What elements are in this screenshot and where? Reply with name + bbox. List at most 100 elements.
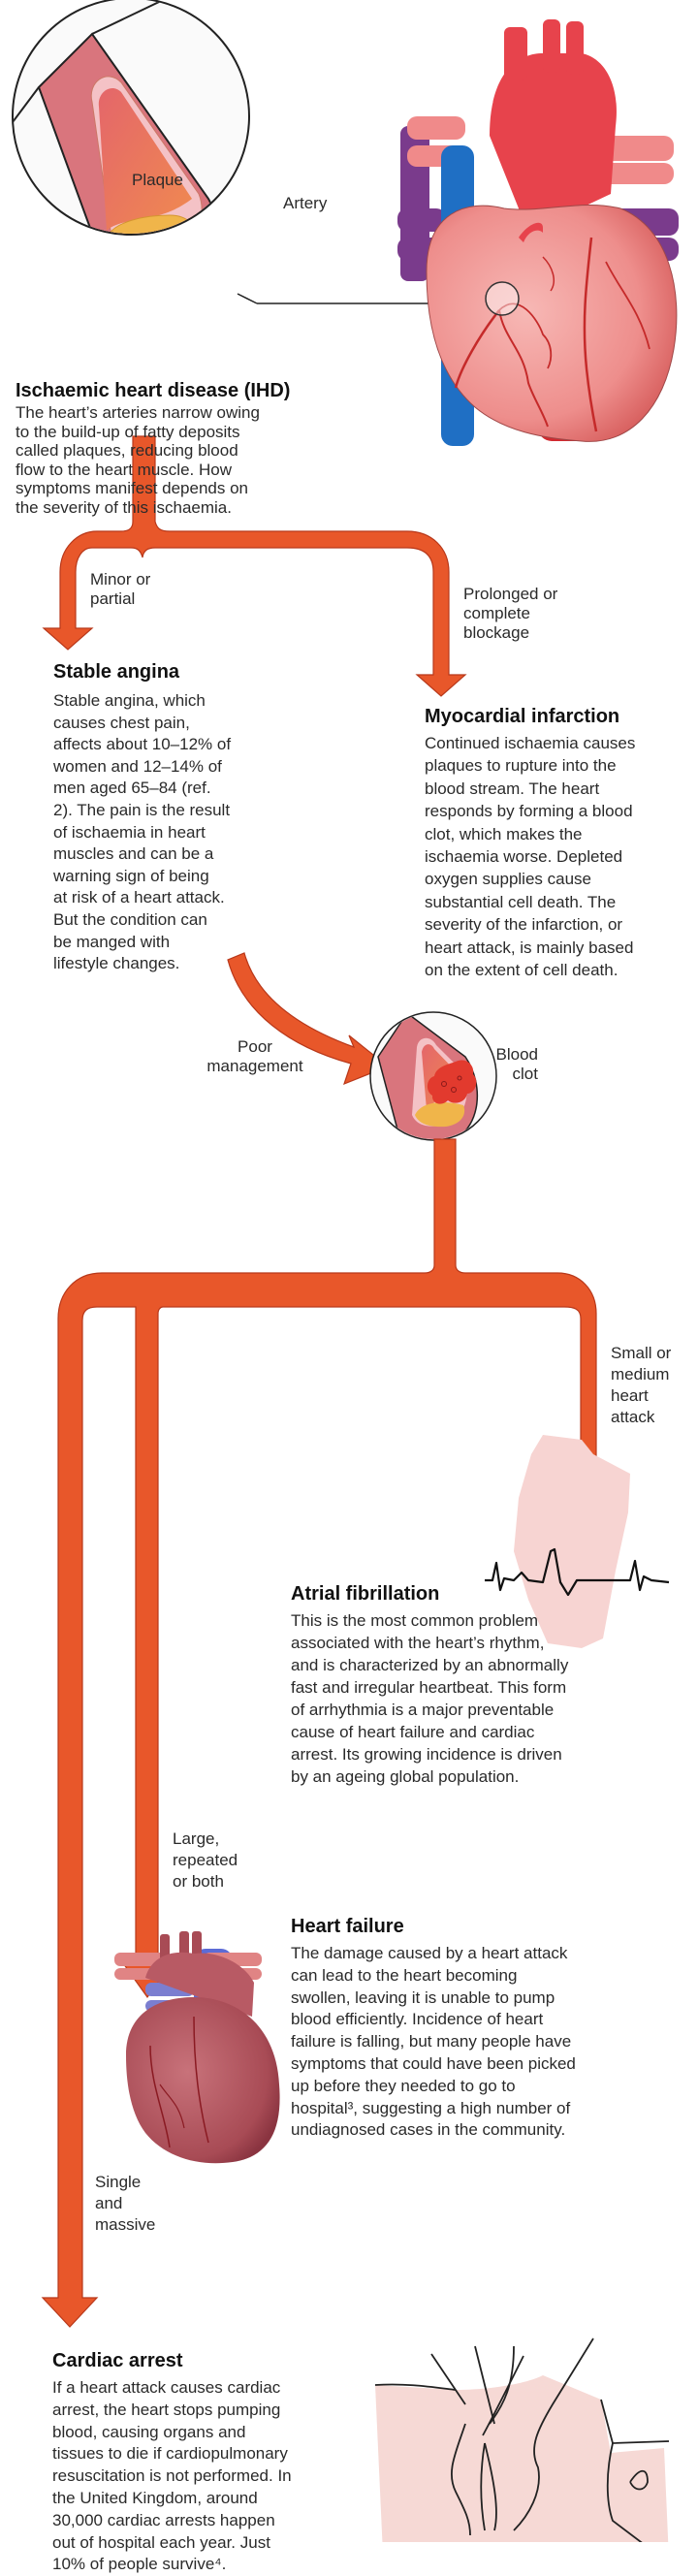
plaque-label: Plaque	[132, 171, 183, 189]
body-line: 10% of people survive⁴.	[52, 2555, 227, 2574]
label-minor-partial: Minor or partial	[90, 570, 150, 609]
arrow-mi-split	[41, 1138, 616, 2328]
label-line: attack	[611, 1408, 655, 1426]
body-line: on the extent of cell death.	[425, 961, 619, 980]
artery-highlight-circle	[485, 281, 520, 316]
body-line: the United Kingdom, around	[52, 2488, 258, 2507]
body-line: muscles and can be a	[53, 844, 214, 864]
body-line: Continued ischaemia causes	[425, 734, 636, 752]
ihd-line: flow to the heart muscle. How	[16, 460, 232, 479]
body-line: arrest. Its growing incidence is driven	[291, 1745, 562, 1764]
body-line: 30,000 cardiac arrests happen	[52, 2510, 275, 2529]
body-line: If a heart attack causes cardiac	[52, 2378, 281, 2397]
atrial-fibrillation-body: This is the most common problem associat…	[291, 1609, 568, 1788]
ihd-line: the severity of this ischaemia.	[16, 497, 232, 517]
body-line: warning sign of being	[53, 866, 209, 885]
body-line: arrest, the heart stops pumping	[52, 2400, 281, 2419]
ihd-line: to the build-up of fatty deposits	[16, 422, 240, 441]
body-line: ischaemia worse. Depleted	[425, 847, 623, 867]
label-line: or both	[173, 1872, 224, 1891]
body-line: clot, which makes the	[425, 824, 583, 843]
cpr-illustration	[374, 2337, 670, 2542]
label-line: complete	[463, 604, 530, 622]
body-line: men aged 65–84 (ref.	[53, 779, 211, 798]
arrow-poor-management	[227, 952, 390, 1086]
body-line: But the condition can	[53, 909, 207, 929]
ihd-line: symptoms manifest depends on	[16, 479, 249, 497]
body-line: The damage caused by a heart attack	[291, 1944, 568, 1962]
myocardial-infarction-title: Myocardial infarction	[425, 706, 620, 727]
label-small-medium-attack: Small or medium heart attack	[611, 1343, 671, 1428]
label-line: Poor	[238, 1037, 272, 1056]
ihd-line: called plaques, reducing blood	[16, 441, 238, 460]
label-line: Blood	[495, 1045, 538, 1064]
body-line: responds by forming a blood	[425, 802, 633, 821]
label-line: Single	[95, 2173, 142, 2191]
artery-leader-line	[237, 293, 258, 304]
body-line: lifestyle changes.	[53, 954, 180, 973]
body-line: be manged with	[53, 932, 171, 951]
cardiac-arrest-body: If a heart attack causes cardiac arrest,…	[52, 2377, 292, 2576]
label-line: and	[95, 2194, 123, 2212]
body-line: of ischaemia in heart	[53, 822, 206, 842]
body-line: up before they needed to go to	[291, 2076, 516, 2095]
heart-illustration	[397, 19, 679, 446]
arrow-ihd-split	[42, 435, 467, 697]
atrial-fibrillation-illustration	[485, 1435, 670, 1648]
body-line: undiagnosed cases in the community.	[291, 2120, 566, 2140]
label-line: partial	[90, 589, 136, 608]
body-line: symptoms that could have been picked	[291, 2053, 576, 2073]
body-line: This is the most common problem	[291, 1611, 539, 1630]
body-line: associated with the heart’s rhythm,	[291, 1634, 545, 1652]
body-line: Stable angina, which	[53, 691, 206, 710]
body-line: fast and irregular heartbeat. This form	[291, 1678, 567, 1697]
body-line: swollen, leaving it is unable to pump	[291, 1988, 555, 2007]
label-line: heart	[611, 1386, 649, 1405]
label-poor-management: Poor management	[192, 1037, 318, 1076]
label-blood-clot: Blood clot	[490, 1045, 538, 1084]
myocardial-infarction-body: Continued ischaemia causes plaques to ru…	[425, 732, 635, 981]
body-line: and is characterized by an abnormally	[291, 1656, 569, 1674]
label-line: management	[206, 1057, 303, 1075]
ihd-title: Ischaemic heart disease (IHD)	[16, 380, 291, 401]
label-line: Small or	[611, 1344, 672, 1362]
body-line: substantial cell death. The	[425, 892, 617, 911]
body-line: cause of heart failure and cardiac	[291, 1723, 535, 1741]
body-line: failure is falling, but many people have	[291, 2032, 572, 2051]
ecg-trace	[485, 1547, 670, 1597]
body-line: causes chest pain,	[53, 713, 190, 732]
body-line: hospital³, suggesting a high number of	[291, 2098, 571, 2117]
label-prolonged-blockage: Prolonged or complete blockage	[463, 585, 557, 643]
body-line: severity of the infarction, or	[425, 915, 623, 935]
ihd-body: The heart’s arteries narrow owing to the…	[16, 403, 260, 517]
body-line: oxygen supplies cause	[425, 870, 592, 889]
heart-failure-body: The damage caused by a heart attack can …	[291, 1943, 576, 2142]
body-line: tissues to die if cardiopulmonary	[52, 2444, 288, 2464]
body-line: can lead to the heart becoming	[291, 1965, 518, 1985]
plaque-magnifier-illustration	[12, 0, 250, 236]
ihd-line: The heart’s arteries narrow owing	[16, 403, 260, 422]
label-line: medium	[611, 1365, 670, 1383]
blood-clot-illustration	[369, 1011, 497, 1141]
label-line: repeated	[173, 1851, 238, 1869]
label-single-massive: Single and massive	[95, 2172, 155, 2236]
label-line: clot	[512, 1065, 538, 1083]
artery-label: Artery	[283, 194, 328, 212]
body-line: blood stream. The heart	[425, 779, 600, 798]
heart-failure-illustration	[114, 1931, 280, 2164]
heart-failure-title: Heart failure	[291, 1916, 404, 1937]
label-line: Minor or	[90, 570, 151, 588]
label-line: Prolonged or	[463, 585, 558, 603]
body-line: out of hospital each year. Just	[52, 2532, 270, 2552]
label-line: blockage	[463, 623, 530, 642]
label-line: Large,	[173, 1829, 220, 1848]
body-line: of arrhythmia is a major preventable	[291, 1701, 555, 1719]
body-line: at risk of a heart attack.	[53, 888, 225, 907]
body-line: resuscitation is not performed. In	[52, 2466, 292, 2486]
body-line: heart attack, is mainly based	[425, 938, 634, 957]
label-large-repeated: Large, repeated or both	[173, 1829, 238, 1892]
body-line: by an ageing global population.	[291, 1767, 520, 1786]
cardiac-arrest-title: Cardiac arrest	[52, 2350, 183, 2371]
body-line: affects about 10–12% of	[53, 735, 232, 754]
